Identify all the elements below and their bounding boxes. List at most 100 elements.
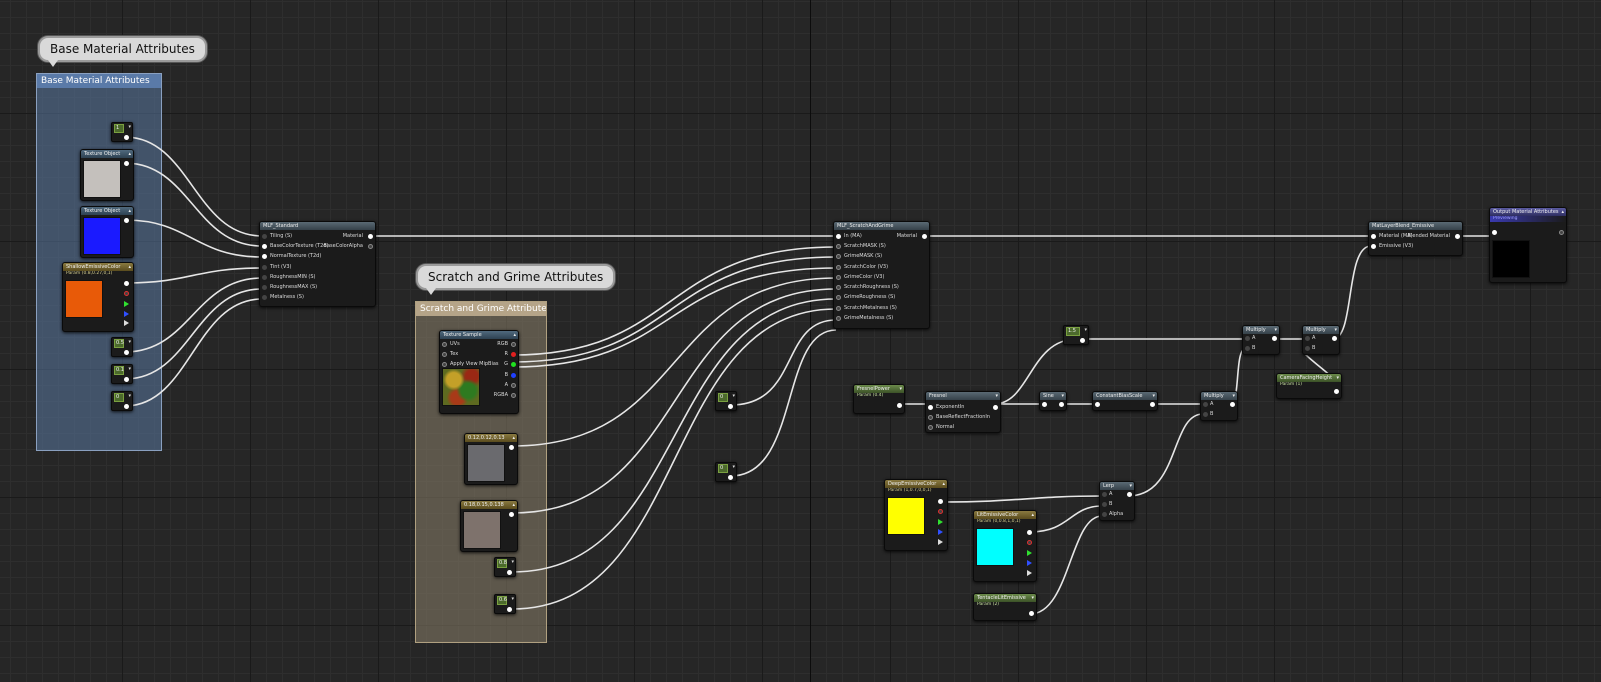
multiply-node-3[interactable]: Multiply▾ A B bbox=[1302, 325, 1340, 355]
output-pin-g[interactable] bbox=[938, 519, 943, 525]
constant-value[interactable]: 1.5 bbox=[1066, 327, 1080, 336]
lit-emissive-color-node[interactable]: LitEmissiveColor▴ Param (0,0.8,1,0,1) bbox=[973, 510, 1037, 582]
chevron-down-icon[interactable]: ▾ bbox=[128, 339, 131, 345]
chevron-down-icon[interactable]: ▾ bbox=[1274, 327, 1277, 333]
output-pin[interactable] bbox=[1150, 402, 1155, 407]
constant-scratch-metalness[interactable]: 0▾ bbox=[715, 391, 737, 411]
chevron-up-icon[interactable]: ▴ bbox=[513, 332, 516, 338]
constant-scratch-roughness[interactable]: 0.8▾ bbox=[494, 557, 516, 577]
shallow-emissive-color-node[interactable]: ShallowEmissiveColor▴ Param (0.8,0.27,0,… bbox=[62, 262, 134, 332]
output-pin[interactable] bbox=[922, 234, 927, 239]
chevron-down-icon[interactable]: ▾ bbox=[1031, 595, 1034, 601]
constant-value[interactable]: 0.5 bbox=[114, 339, 124, 348]
input-pin[interactable] bbox=[928, 405, 933, 410]
texture-object-node-1[interactable]: Texture Object▴ bbox=[80, 149, 134, 201]
output-pin-rgb[interactable] bbox=[124, 281, 129, 286]
constant-value[interactable]: 0 bbox=[114, 393, 124, 402]
output-pin[interactable] bbox=[368, 234, 373, 239]
chevron-up-icon[interactable]: ▴ bbox=[942, 481, 945, 487]
output-pin[interactable] bbox=[124, 350, 129, 355]
output-pin[interactable] bbox=[124, 218, 129, 223]
color-constant-node-a[interactable]: 0.12,0.12,0.13▴ bbox=[464, 433, 518, 485]
input-pin[interactable] bbox=[1095, 402, 1100, 407]
output-pin-a[interactable] bbox=[124, 320, 129, 326]
input-pin[interactable] bbox=[262, 244, 267, 249]
chevron-down-icon[interactable]: ▾ bbox=[1336, 375, 1339, 381]
chevron-up-icon[interactable]: ▴ bbox=[512, 502, 515, 508]
chevron-up-icon[interactable]: ▴ bbox=[512, 435, 515, 441]
output-pin[interactable] bbox=[1029, 611, 1034, 616]
output-pin[interactable] bbox=[509, 445, 514, 450]
chevron-down-icon[interactable]: ▾ bbox=[732, 393, 735, 399]
multiply-node-2[interactable]: Multiply▾ A B bbox=[1242, 325, 1280, 355]
output-pin[interactable] bbox=[728, 404, 733, 409]
chevron-down-icon[interactable]: ▾ bbox=[1334, 327, 1337, 333]
output-pin[interactable] bbox=[1334, 389, 1339, 394]
input-pin[interactable] bbox=[1102, 512, 1107, 517]
output-pin[interactable] bbox=[728, 475, 733, 480]
input-pin[interactable] bbox=[836, 295, 841, 300]
tentacle-lit-emissive-param-node[interactable]: TentacleLitEmissive▾ Param (2) bbox=[973, 593, 1037, 621]
output-pin[interactable] bbox=[509, 512, 514, 517]
input-pin[interactable] bbox=[1102, 502, 1107, 507]
texture-object-node-2[interactable]: Texture Object▴ bbox=[80, 206, 134, 258]
input-pin[interactable] bbox=[262, 295, 267, 300]
output-pin[interactable] bbox=[1455, 234, 1460, 239]
output-pin[interactable] bbox=[1559, 230, 1564, 235]
output-pin[interactable] bbox=[1059, 402, 1064, 407]
output-pin-a[interactable] bbox=[511, 383, 516, 388]
constant-value[interactable]: 0 bbox=[718, 393, 728, 402]
output-pin[interactable] bbox=[507, 570, 512, 575]
output-pin-r[interactable] bbox=[511, 352, 516, 357]
output-pin[interactable] bbox=[1127, 492, 1132, 497]
chevron-down-icon[interactable]: ▾ bbox=[995, 393, 998, 399]
input-pin[interactable] bbox=[1305, 346, 1310, 351]
chevron-down-icon[interactable]: ▾ bbox=[899, 386, 902, 392]
input-pin[interactable] bbox=[262, 275, 267, 280]
input-pin[interactable] bbox=[1203, 412, 1208, 417]
chevron-up-icon[interactable]: ▴ bbox=[128, 264, 131, 270]
output-pin-b[interactable] bbox=[511, 373, 516, 378]
lerp-node[interactable]: Lerp▾ A B Alpha bbox=[1099, 481, 1135, 521]
input-pin[interactable] bbox=[836, 316, 841, 321]
constant-tiling[interactable]: 1▾ bbox=[111, 122, 133, 142]
input-pin[interactable] bbox=[442, 352, 447, 357]
input-pin[interactable] bbox=[1203, 402, 1208, 407]
output-pin[interactable] bbox=[1080, 338, 1085, 343]
output-pin-rgb[interactable] bbox=[938, 499, 943, 504]
chevron-up-icon[interactable]: ▴ bbox=[1561, 209, 1564, 215]
output-pin-rgb[interactable] bbox=[1027, 530, 1032, 535]
input-pin[interactable] bbox=[836, 254, 841, 259]
camera-facing-height-param-node[interactable]: CameraFacingHeight▾ Param (1) bbox=[1276, 373, 1342, 399]
input-pin[interactable] bbox=[262, 285, 267, 290]
input-pin[interactable] bbox=[836, 285, 841, 290]
mlf-scratch-and-grime-node[interactable]: MLF_ScratchAndGrime In (MA) ScratchMASK … bbox=[833, 221, 930, 329]
chevron-up-icon[interactable]: ▴ bbox=[128, 151, 131, 157]
constant-multiplier[interactable]: 1.5▾ bbox=[1063, 325, 1089, 345]
chevron-down-icon[interactable]: ▾ bbox=[511, 596, 514, 602]
chevron-down-icon[interactable]: ▾ bbox=[128, 366, 131, 372]
output-pin-b[interactable] bbox=[1027, 560, 1032, 566]
input-pin[interactable] bbox=[442, 362, 447, 367]
fresnel-power-param-node[interactable]: FresnelPower▾ Param (0.4) bbox=[853, 384, 905, 414]
output-pin-rgb[interactable] bbox=[511, 342, 516, 347]
color-constant-node-b[interactable]: 0.18,0.15,0.138▴ bbox=[460, 500, 518, 552]
constant-metalness[interactable]: 0▾ bbox=[111, 391, 133, 411]
output-pin[interactable] bbox=[897, 403, 902, 408]
output-pin-r[interactable] bbox=[938, 509, 943, 514]
output-pin-a[interactable] bbox=[938, 539, 943, 545]
chevron-down-icon[interactable]: ▾ bbox=[128, 124, 131, 130]
sine-node[interactable]: Sine▾ bbox=[1039, 391, 1067, 411]
constant-value[interactable]: 0.1 bbox=[114, 366, 124, 375]
input-pin[interactable] bbox=[1245, 336, 1250, 341]
chevron-down-icon[interactable]: ▾ bbox=[732, 464, 735, 470]
output-pin[interactable] bbox=[507, 607, 512, 612]
output-pin[interactable] bbox=[1332, 336, 1337, 341]
output-pin[interactable] bbox=[1230, 402, 1235, 407]
constant-roughness-min[interactable]: 0.5 ▾ bbox=[111, 337, 133, 357]
chevron-down-icon[interactable]: ▾ bbox=[511, 559, 514, 565]
fresnel-node[interactable]: Fresnel▾ ExponentIn BaseReflectFractionI… bbox=[925, 391, 1001, 433]
chevron-down-icon[interactable]: ▾ bbox=[1232, 393, 1235, 399]
chevron-down-icon[interactable]: ▾ bbox=[1129, 483, 1132, 489]
output-pin[interactable] bbox=[124, 161, 129, 166]
